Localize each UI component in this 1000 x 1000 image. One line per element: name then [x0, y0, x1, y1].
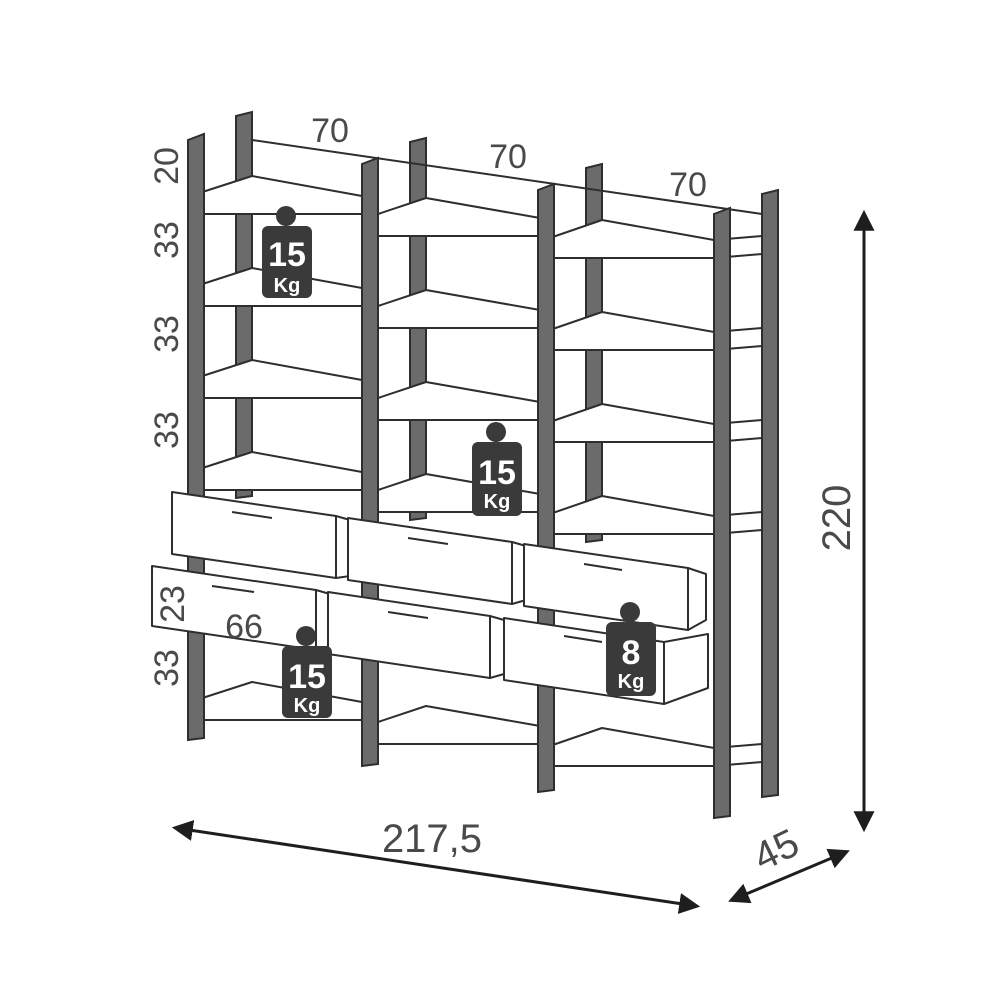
shelf-gap-3-label: 33: [148, 411, 186, 449]
drawer-upper-middle: [347, 517, 527, 605]
load-tag-2-value: 15: [478, 454, 516, 492]
load-tag-3: 15 Kg: [282, 626, 332, 718]
load-tag-1: 15 Kg: [262, 206, 312, 298]
drawer-upper-right: [523, 543, 707, 631]
top-gap-label: 20: [148, 147, 186, 185]
shelf-gap-1-label: 33: [148, 221, 186, 259]
load-tag-1-value: 15: [268, 236, 306, 274]
drawer-upper-left: [171, 491, 351, 579]
depth-arrow: [728, 848, 850, 904]
module-width-3-label: 70: [669, 166, 707, 204]
drawer-lower-middle: [327, 591, 505, 679]
drawer-width-label: 66: [225, 608, 263, 646]
dimension-lines: [171, 209, 875, 914]
shelf-gap-2-label: 33: [148, 315, 186, 353]
load-tag-4-unit: Kg: [618, 671, 645, 693]
load-tag-4-value: 8: [622, 634, 641, 672]
load-tag-1-unit: Kg: [274, 275, 301, 297]
height-label: 220: [815, 485, 859, 552]
drawer-height-label: 23: [154, 585, 192, 623]
load-tag-2: 15 Kg: [472, 422, 522, 516]
total-width-label: 217,5: [382, 817, 482, 861]
load-tag-4: 8 Kg: [606, 602, 656, 696]
load-tag-2-unit: Kg: [484, 491, 511, 513]
module-width-1-label: 70: [311, 112, 349, 150]
load-tag-3-value: 15: [288, 658, 326, 696]
width-arrow: [171, 820, 701, 914]
bottom-gap-label: 33: [148, 649, 186, 687]
back-rail: [251, 139, 763, 215]
module-width-2-label: 70: [489, 138, 527, 176]
load-tag-3-unit: Kg: [294, 695, 321, 717]
dimension-labels: 70 70 70 20 33 33 33 23 33 66 217,5 220 …: [148, 112, 859, 880]
